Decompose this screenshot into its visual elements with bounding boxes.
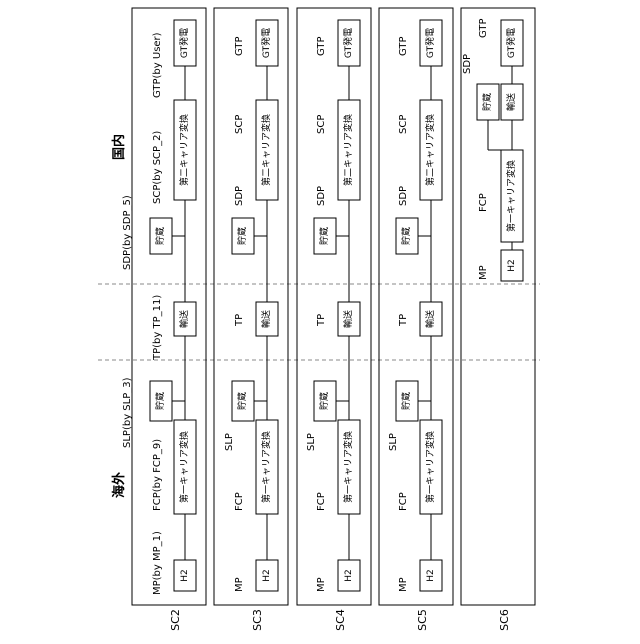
slp-label: SLP	[388, 433, 399, 451]
transport-label: 輸送	[424, 310, 436, 328]
scenario-id: SC2	[169, 609, 182, 631]
storage-label: 貯蔵	[236, 227, 248, 245]
fcp-label: FCP	[478, 193, 489, 212]
sdp-label: SDP	[234, 186, 245, 206]
scp-label: SCP	[316, 115, 327, 134]
first-carrier-conversion-label: 第一キャリア変換	[342, 431, 354, 503]
sdp-label: SDP	[462, 54, 473, 74]
second-carrier-conversion-label: 第二キャリア変換	[342, 114, 354, 186]
h2-label: H2	[262, 569, 272, 582]
first-carrier-conversion-label: 第一キャリア変換	[424, 431, 436, 503]
slp-label: SLP	[224, 433, 235, 451]
mp-label: MP	[478, 265, 489, 280]
tp-label: TP	[316, 314, 327, 327]
sdp-label: SDP	[398, 186, 409, 206]
slp-label: SLP(by SLP_3)	[122, 377, 133, 448]
mp-label: MP	[316, 577, 327, 592]
tp-label: TP	[234, 314, 245, 327]
sdp-label: SDP(by SDP_5)	[122, 195, 133, 270]
h2-label: H2	[180, 569, 190, 582]
storage-label: 貯蔵	[236, 392, 248, 410]
scenario-sc2: SC2 H2 第一キャリア変換 貯蔵 輸送 貯蔵 第二キャリア変換 GT発電 M…	[122, 8, 206, 631]
transport-label: 輸送	[178, 310, 190, 328]
scenario-id: SC6	[498, 609, 511, 631]
tp-label: TP	[398, 314, 409, 327]
second-carrier-conversion-label: 第二キャリア変換	[178, 114, 190, 186]
scenario-sc5: SC5 H2 第一キャリア変換 貯蔵 輸送 貯蔵 第二キャリア変換 GT発電 M…	[379, 8, 453, 631]
storage-label: 貯蔵	[154, 227, 166, 245]
transport-label: 輸送	[505, 93, 517, 111]
scenario-sc6: SC6 H2 第一キャリア変換 貯蔵 輸送 GT発電 MP FCP SDP GT…	[461, 8, 535, 631]
fcp-label: FCP(by FCP_9)	[152, 439, 163, 511]
tp-label: TP(by TP_11)	[152, 295, 163, 361]
sdp-label: SDP	[316, 186, 327, 206]
first-carrier-conversion-label: 第一キャリア変換	[178, 431, 190, 503]
scenario-id: SC4	[334, 609, 347, 631]
gtp-label: GTP(by User)	[152, 32, 163, 98]
h2-label: H2	[344, 569, 354, 582]
mp-label: MP	[234, 577, 245, 592]
first-carrier-conversion-label: 第一キャリア変換	[260, 431, 272, 503]
second-carrier-conversion-label: 第二キャリア変換	[260, 114, 272, 186]
h2-label: H2	[507, 259, 517, 272]
second-carrier-conversion-label: 第二キャリア変換	[424, 114, 436, 186]
storage-label: 貯蔵	[400, 392, 412, 410]
region-label-domestic: 国内	[111, 134, 127, 160]
first-carrier-conversion-label: 第一キャリア変換	[505, 160, 517, 232]
mp-label: MP	[398, 577, 409, 592]
storage-label: 貯蔵	[318, 227, 330, 245]
gt-generation-label: GT発電	[178, 28, 190, 58]
storage-label: 貯蔵	[481, 93, 493, 111]
fcp-label: FCP	[398, 492, 409, 511]
scp-label: SCP	[234, 115, 245, 134]
gtp-label: GTP	[398, 36, 409, 56]
scenario-sc4: SC4 H2 第一キャリア変換 貯蔵 輸送 貯蔵 第二キャリア変換 GT発電 M…	[297, 8, 371, 631]
gtp-label: GTP	[234, 36, 245, 56]
gt-generation-label: GT発電	[424, 28, 436, 58]
slp-label: SLP	[306, 433, 317, 451]
storage-label: 貯蔵	[400, 227, 412, 245]
transport-label: 輸送	[342, 310, 354, 328]
gt-generation-label: GT発電	[505, 28, 517, 58]
h2-label: H2	[426, 569, 436, 582]
scenario-id: SC3	[251, 609, 264, 631]
fcp-label: FCP	[316, 492, 327, 511]
scenario-sc3: SC3 H2 第一キャリア変換 貯蔵 輸送 貯蔵 第二キャリア変換 GT発電 M…	[214, 8, 288, 631]
mp-label: MP(by MP_1)	[152, 531, 163, 595]
region-label-overseas: 海外	[111, 472, 127, 498]
gt-generation-label: GT発電	[260, 28, 272, 58]
gtp-label: GTP	[316, 36, 327, 56]
fcp-label: FCP	[234, 492, 245, 511]
gtp-label: GTP	[478, 18, 489, 38]
scp-label: SCP(by SCP_2)	[152, 131, 163, 204]
storage-label: 貯蔵	[154, 392, 166, 410]
scp-label: SCP	[398, 115, 409, 134]
gt-generation-label: GT発電	[342, 28, 354, 58]
transport-label: 輸送	[260, 310, 272, 328]
scenario-id: SC5	[416, 609, 429, 631]
storage-label: 貯蔵	[318, 392, 330, 410]
